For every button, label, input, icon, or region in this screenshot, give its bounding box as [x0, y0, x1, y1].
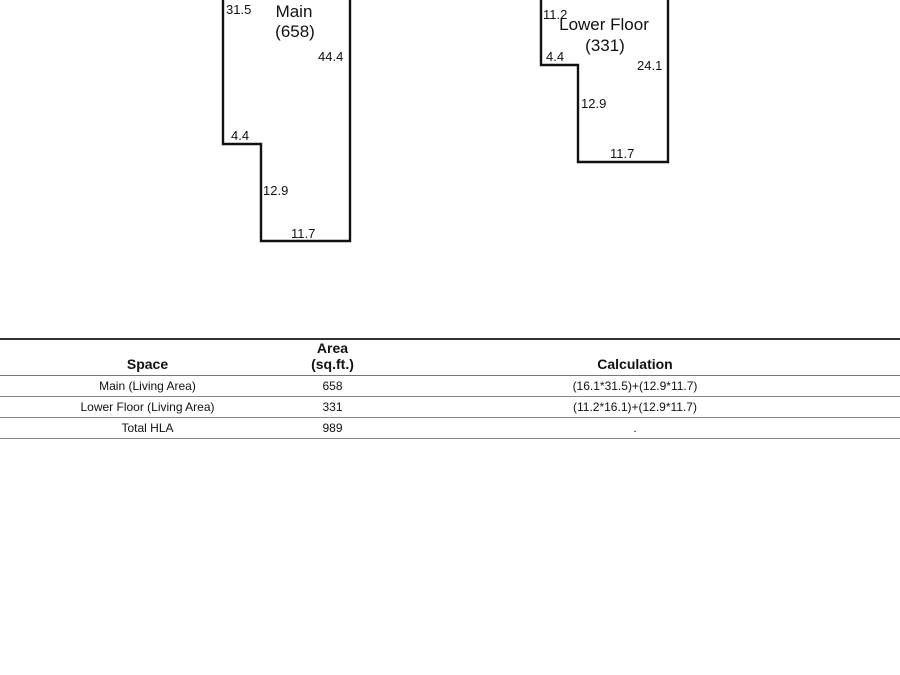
cell-calculation: .: [370, 417, 900, 439]
lower-dim-left: 11.2: [543, 7, 567, 22]
main-dim-step: 4.4: [231, 128, 249, 143]
main-dim-lower-left: 12.9: [263, 183, 288, 198]
main-dim-left: 31.5: [226, 2, 251, 17]
cell-space: Total HLA: [0, 417, 295, 439]
cell-area: 658: [295, 375, 370, 397]
lower-room-name: Lower Floor: [559, 15, 649, 34]
header-space: Space: [0, 338, 295, 376]
main-dim-bottom: 11.7: [291, 226, 315, 241]
lower-dim-bottom: 11.7: [610, 146, 634, 161]
cell-area: 989: [295, 417, 370, 439]
lower-dim-step: 4.4: [546, 49, 564, 64]
main-room-name: Main: [276, 2, 313, 21]
cell-calculation: (16.1*31.5)+(12.9*11.7): [370, 375, 900, 397]
table-row: Total HLA 989 .: [0, 417, 900, 439]
table-row: Main (Living Area) 658 (16.1*31.5)+(12.9…: [0, 375, 900, 397]
cell-space: Main (Living Area): [0, 375, 295, 397]
lower-dim-right: 24.1: [637, 58, 662, 73]
area-calculation-table: Space Area (sq.ft.) Calculation Main (Li…: [0, 338, 900, 439]
header-calculation: Calculation: [370, 338, 900, 376]
cell-space: Lower Floor (Living Area): [0, 396, 295, 418]
lower-floor-outline: [539, 0, 670, 164]
lower-room-area: (331): [585, 36, 625, 55]
main-room-area: (658): [275, 22, 315, 41]
lower-dim-lower-left: 12.9: [581, 96, 606, 111]
table-header-row: Space Area (sq.ft.) Calculation: [0, 338, 900, 376]
main-dim-right: 44.4: [318, 49, 343, 64]
cell-calculation: (11.2*16.1)+(12.9*11.7): [370, 396, 900, 418]
header-area: Area (sq.ft.): [295, 338, 370, 376]
main-floor-outline: [221, 0, 352, 243]
table-row: Lower Floor (Living Area) 331 (11.2*16.1…: [0, 396, 900, 418]
floor-plan-sketch: 31.5 Main (658) 44.4 4.4 12.9 11.7 11.2 …: [221, 0, 670, 243]
cell-area: 331: [295, 396, 370, 418]
